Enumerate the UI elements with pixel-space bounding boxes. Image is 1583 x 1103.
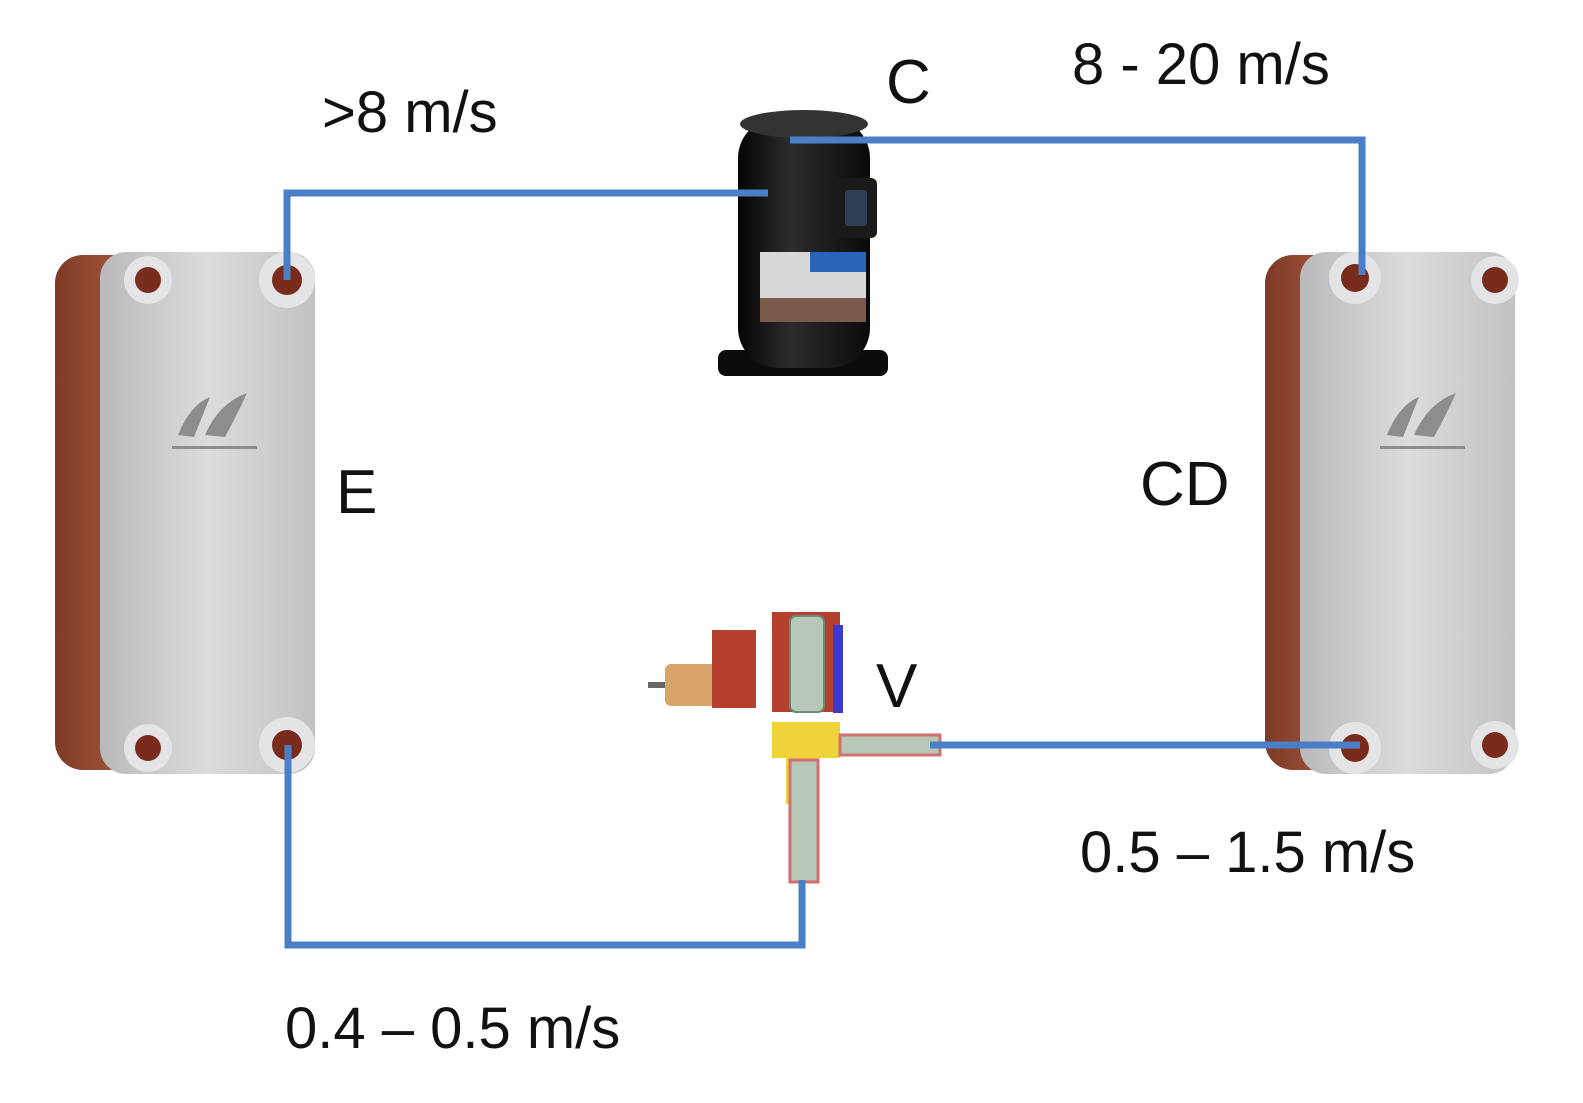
valve-label: V <box>876 652 918 721</box>
evaporator-label: E <box>336 458 378 527</box>
compressor-label: C <box>886 48 931 117</box>
suction-pipe <box>283 189 768 280</box>
evaporator-inlet-velocity-label: 0.4 – 0.5 m/s <box>285 996 621 1061</box>
compressor <box>718 110 888 376</box>
liquid-velocity-label: 0.5 – 1.5 m/s <box>1080 820 1416 885</box>
evaporator-heat-exchanger <box>55 252 315 774</box>
logo-icon <box>172 393 257 449</box>
expansion-valve <box>648 612 942 884</box>
evaporator-inlet-pipe <box>284 745 806 949</box>
suction-velocity-label: >8 m/s <box>322 80 498 145</box>
port-icon <box>1329 252 1519 774</box>
condenser-label: CD <box>1140 450 1230 519</box>
logo-icon <box>1380 393 1465 449</box>
discharge-pipe <box>790 136 1366 275</box>
refrigerant-pipes <box>283 136 1366 949</box>
condenser-heat-exchanger <box>1265 252 1519 774</box>
discharge-velocity-label: 8 - 20 m/s <box>1072 32 1330 97</box>
